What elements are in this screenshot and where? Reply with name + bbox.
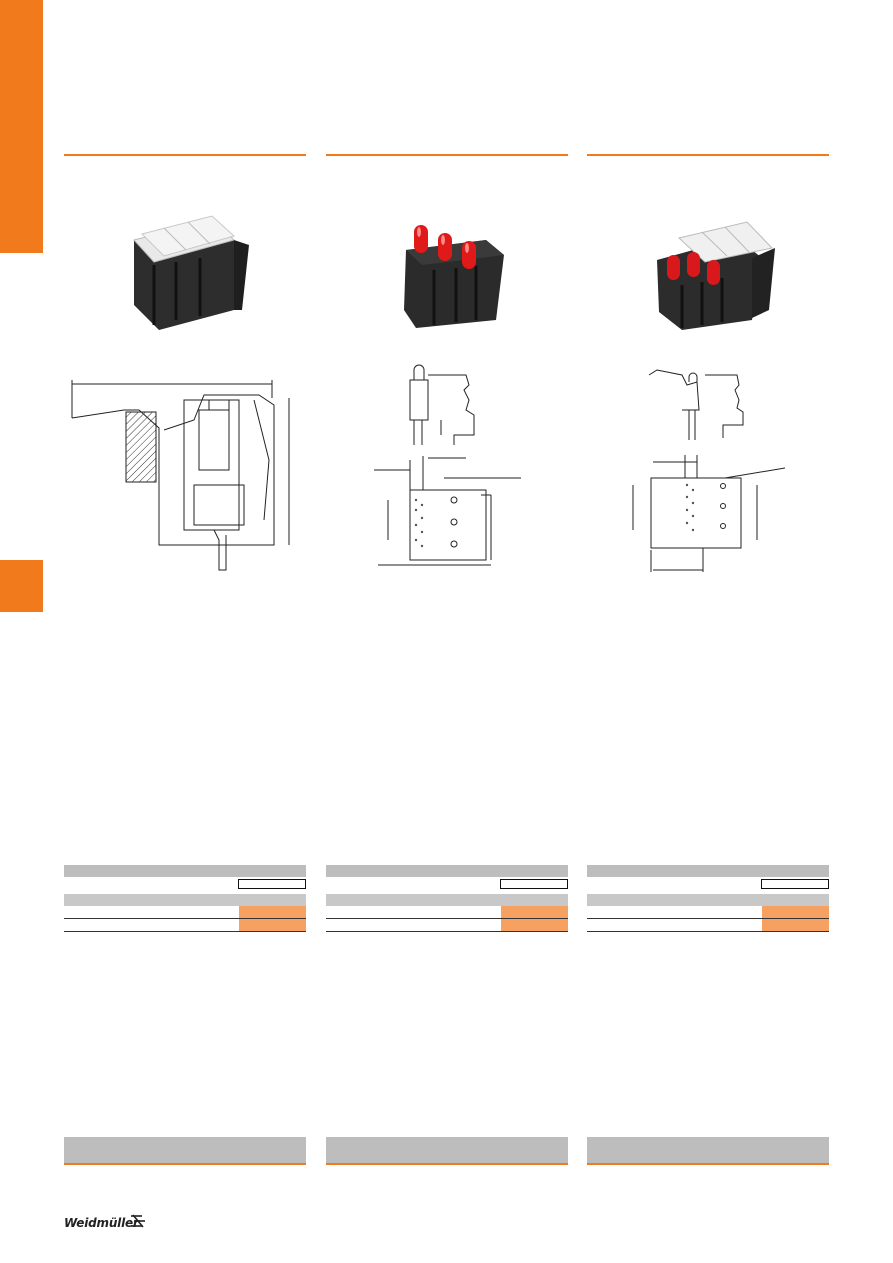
- order-number-cell: [762, 919, 829, 931]
- footer-box: [326, 1137, 568, 1163]
- table-row: [587, 919, 829, 932]
- brand-logo: Weidmüller: [64, 1216, 139, 1230]
- order-number-cell: [762, 906, 829, 918]
- order-number-cell: [239, 906, 306, 918]
- side-tab-lower: [0, 560, 43, 612]
- pcb-terminal-marker-block-icon: [133, 215, 249, 330]
- table-type-band: [326, 877, 568, 894]
- table-row: [326, 906, 568, 919]
- table-subheader: [326, 894, 568, 906]
- side-section-drawing: [71, 380, 290, 571]
- table-subheader: [64, 894, 306, 906]
- led-holder-dimension-drawing: [374, 364, 521, 566]
- table-header: [64, 865, 306, 877]
- brand-mark-icon: [131, 1214, 145, 1228]
- order-table-2: [326, 865, 568, 932]
- table-type-band: [64, 877, 306, 894]
- type-box: [500, 879, 568, 889]
- table-row: [64, 919, 306, 932]
- order-number-cell: [239, 919, 306, 931]
- table-row: [326, 919, 568, 932]
- table-type-band: [587, 877, 829, 894]
- order-table-1: [64, 865, 306, 932]
- column-top-rule: [587, 154, 829, 156]
- order-table-3: [587, 865, 829, 932]
- order-number-cell: [501, 919, 568, 931]
- table-header: [587, 865, 829, 877]
- type-box: [761, 879, 829, 889]
- led-marker-dimension-drawing: [632, 369, 786, 572]
- column-top-rule: [326, 154, 568, 156]
- footer-box: [587, 1137, 829, 1163]
- led-holder-3-red-icon: [404, 225, 504, 328]
- side-tab-top: [0, 0, 43, 253]
- table-subheader: [587, 894, 829, 906]
- footer-rule: [64, 1163, 306, 1165]
- column-top-rule: [64, 154, 306, 156]
- table-row: [587, 906, 829, 919]
- led-marker-holder-combo-icon: [657, 221, 775, 330]
- order-number-cell: [501, 906, 568, 918]
- footer-rule: [326, 1163, 568, 1165]
- table-header: [326, 865, 568, 877]
- table-row: [64, 906, 306, 919]
- type-box: [238, 879, 306, 889]
- footer-rule: [587, 1163, 829, 1165]
- footer-box: [64, 1137, 306, 1163]
